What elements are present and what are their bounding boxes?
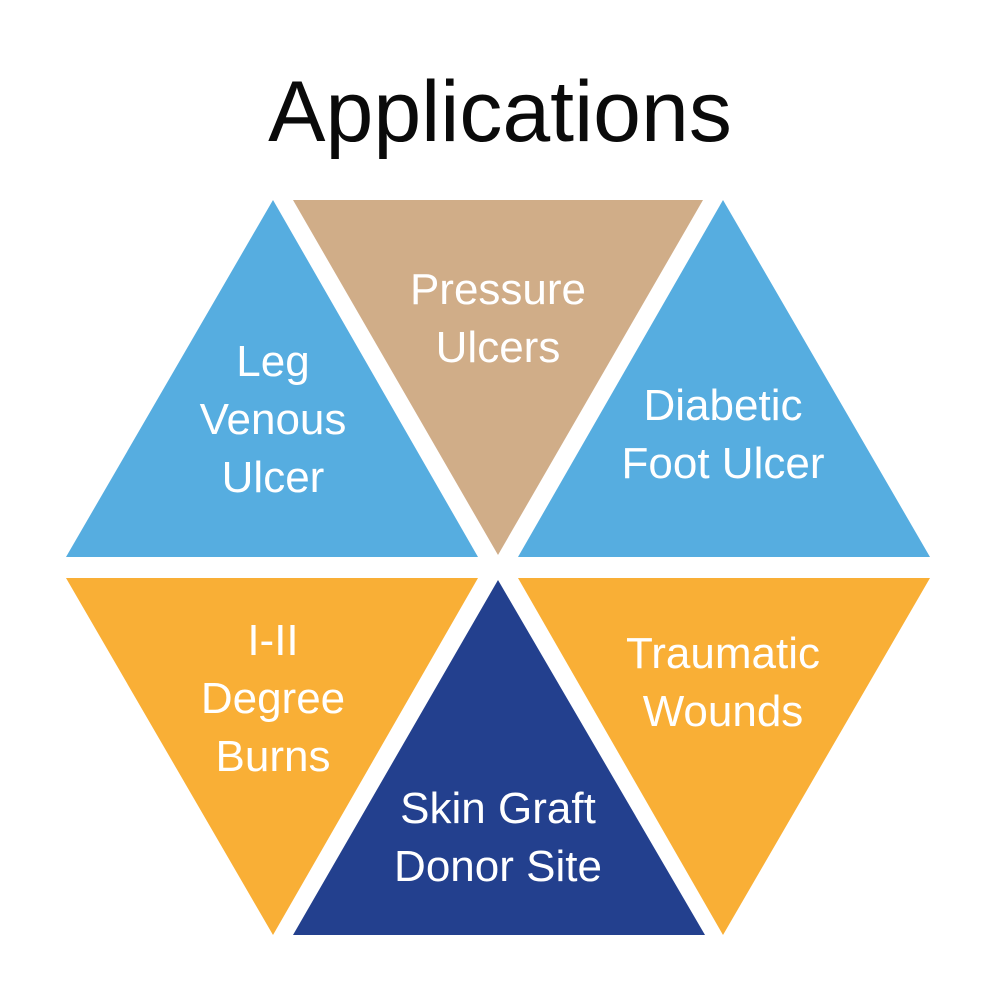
label-line: Leg	[236, 337, 310, 386]
label-degree-burns: I-II Degree Burns	[201, 612, 345, 786]
label-line: Donor Site	[394, 842, 602, 891]
segment-skin-graft-donor-site	[293, 580, 705, 935]
label-line: Ulcers	[435, 323, 561, 372]
label-line: Wounds	[642, 687, 804, 736]
diagram-title: Applications	[268, 64, 732, 160]
segment-traumatic-wounds	[518, 578, 930, 935]
label-line: Pressure	[409, 265, 587, 314]
label-line: Degree	[200, 674, 346, 723]
segment-degree-burns	[66, 578, 478, 935]
label-diabetic-foot-ulcer: Diabetic Foot Ulcer	[622, 377, 825, 493]
label-skin-graft-donor-site: Skin Graft Donor Site	[394, 780, 602, 896]
label-line: Burns	[215, 732, 331, 781]
segment-diabetic-foot-ulcer	[518, 200, 930, 557]
label-line: Ulcer	[221, 453, 325, 502]
segment-leg-venous-ulcer	[66, 200, 478, 557]
label-line: Foot Ulcer	[621, 439, 825, 488]
label-line: Traumatic	[626, 629, 820, 678]
label-line: Skin Graft	[400, 784, 596, 833]
label-traumatic-wounds: Traumatic Wounds	[626, 625, 820, 741]
label-line: I-II	[247, 616, 299, 665]
label-line: Diabetic	[643, 381, 803, 430]
segment-pressure-ulcers	[293, 200, 703, 555]
label-pressure-ulcers: Pressure Ulcers	[410, 261, 586, 377]
label-leg-venous-ulcer: Leg Venous Ulcer	[200, 333, 347, 507]
label-line: Venous	[199, 395, 347, 444]
